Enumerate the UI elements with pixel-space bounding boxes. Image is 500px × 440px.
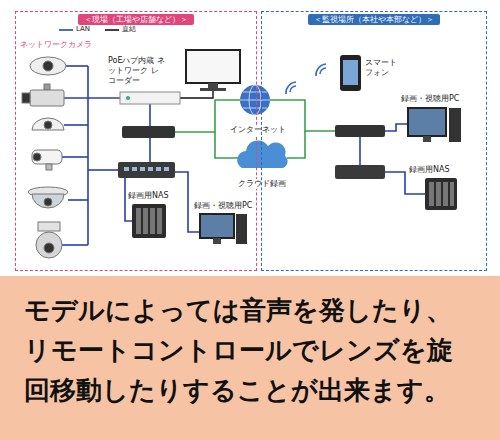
pc-label: 録画・視聴用PC: [401, 94, 471, 104]
legend-text: 直結: [122, 25, 136, 33]
pc-label: 録画・視聴用PC: [194, 201, 260, 211]
monitor-region: ＜監視場所（本社や本部など）＞ スマート フォン録画・視聴用PC 録画用NAS: [262, 12, 486, 270]
device-label: 録画・視聴用PC: [194, 201, 260, 211]
legend-item: 直結: [104, 25, 136, 34]
recorder-label: PoEハブ内蔵 ネットワーク レコーダー: [108, 56, 166, 86]
device-label: 録画用NAS: [128, 191, 188, 201]
smartphone-label: スマート フォン: [365, 58, 401, 78]
group-label: ネットワークカメラ: [20, 40, 92, 50]
caption-text: モデルによっては音声を発したり、リモートコントロールでレンズを旋回移動したりする…: [24, 290, 476, 410]
legend-line-sample: [104, 25, 120, 34]
region-header: ＜現場（工場や店舗など）＞: [78, 14, 194, 25]
device-label: インターネット: [229, 125, 287, 135]
cloud-label: クラウド録画: [232, 171, 292, 190]
device-label: 録画・視聴用PC: [401, 94, 471, 104]
device-label: スマート フォン: [365, 58, 401, 78]
region-header: ＜監視場所（本社や本部など）＞: [308, 14, 440, 25]
legend-item: LAN: [58, 25, 90, 34]
nas-label: 録画用NAS: [128, 191, 188, 201]
legend-line-sample: [58, 25, 74, 34]
internet-label: インターネット: [226, 117, 290, 136]
nas-label: 録画用NAS: [409, 165, 469, 175]
device-label: PoEハブ内蔵 ネットワーク レコーダー: [108, 56, 166, 86]
device-label: 録画用NAS: [409, 165, 469, 175]
legend-text: LAN: [76, 25, 90, 33]
site-region: ＜現場（工場や店舗など）＞PoEハブ内蔵 ネットワーク レコーダー録画用NAS録…: [16, 12, 256, 270]
device-label: クラウド録画: [237, 179, 287, 189]
